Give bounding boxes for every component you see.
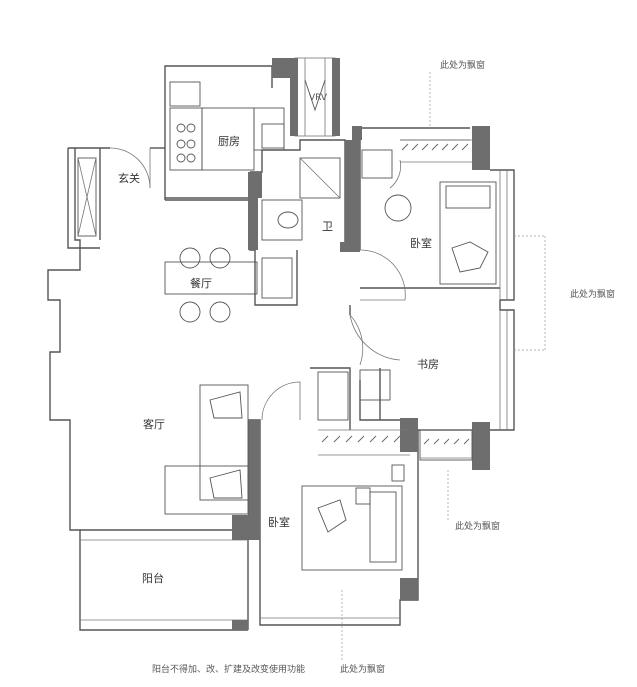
note-bay-window-bottom: 此处为飘窗 [340,663,385,675]
outer-walls [47,57,515,631]
label-bathroom: 卫 [322,220,333,233]
kitchen-fixtures: VRV [169,79,328,171]
entry-cabinet [77,157,97,237]
note-bay-window-right: 此处为飘窗 [570,288,615,300]
wardrobe-top [400,139,472,163]
bathroom-fixtures [261,157,341,299]
wardrobe-window [420,429,472,459]
wardrobe-mid [318,429,410,456]
wall-blocks [232,58,490,630]
doors [109,147,406,421]
note-balcony-restriction: 阳台不得加、改、扩建及改变使用功能 [152,663,305,675]
label-kitchen: 厨房 [218,135,240,148]
label-bedroom-bottom: 卧室 [268,515,290,529]
note-bay-window-mid: 此处为飘窗 [455,520,500,532]
label-dining: 餐厅 [190,276,212,290]
note-bay-window-top: 此处为飘窗 [440,59,485,71]
study-furniture [317,369,473,461]
label-study: 书房 [417,358,439,371]
living-furniture [164,384,249,515]
label-balcony: 阳台 [142,571,164,585]
label-entry: 玄关 [118,171,140,185]
bedroom-top-furniture [361,139,497,285]
leader-lines [341,72,546,660]
label-living: 客厅 [143,417,165,431]
svg-text:VRV: VRV [309,93,328,103]
label-bedroom-top: 卧室 [410,236,432,250]
bedroom-bottom-furniture [301,464,405,571]
dining-furniture [164,247,258,323]
